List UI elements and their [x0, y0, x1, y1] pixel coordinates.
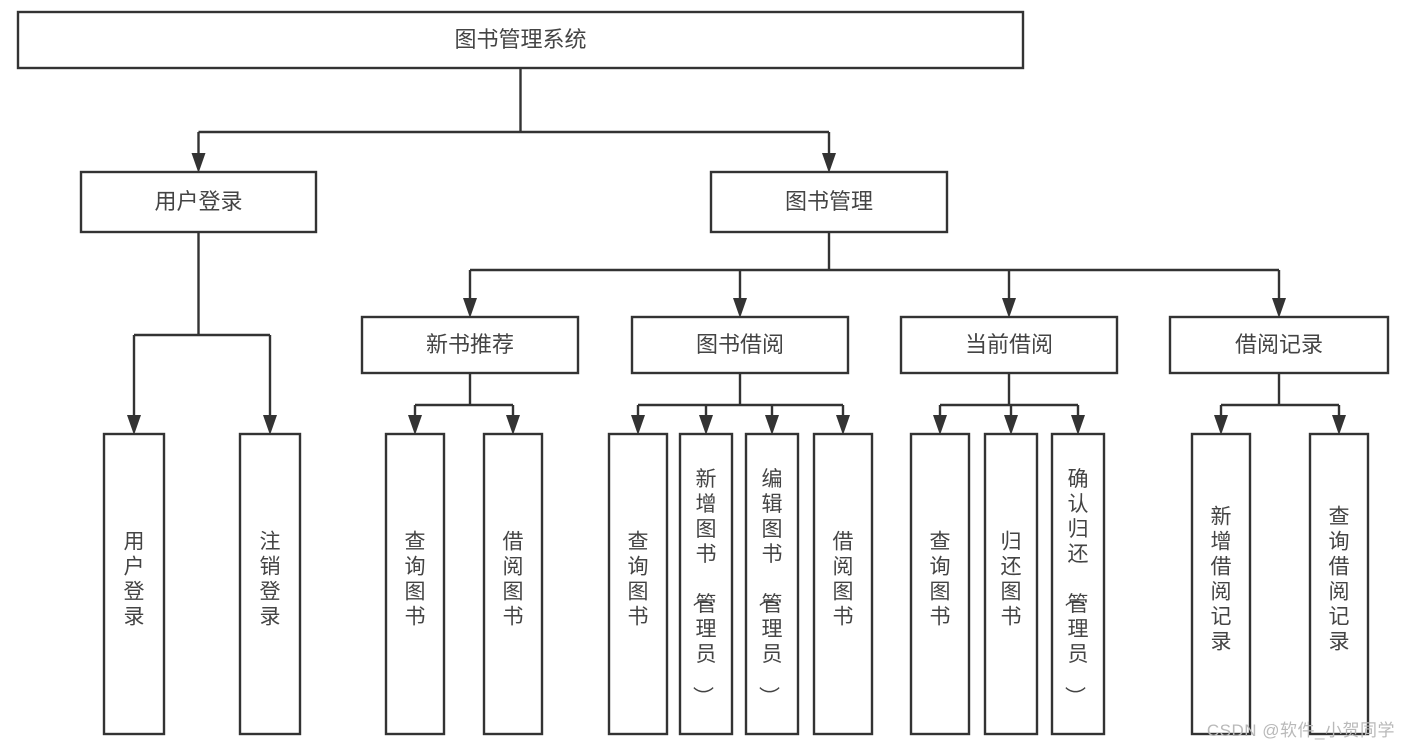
node-label: 新书推荐	[426, 332, 514, 357]
node-records[interactable]: 借阅记录	[1168, 315, 1390, 375]
node-label: 用户登录	[154, 189, 242, 214]
edge-arrow-icon	[191, 153, 206, 173]
node-box	[983, 432, 1039, 736]
node-bookmgmt[interactable]: 图书管理	[709, 170, 949, 234]
edge-arrow-icon	[836, 415, 850, 435]
edge-arrow-icon	[1272, 298, 1286, 318]
node-newbook[interactable]: 新书推荐	[360, 315, 580, 375]
node-leaf-user-logout[interactable]: 注销登录	[238, 432, 302, 736]
node-box	[384, 432, 446, 736]
node-label: 查询借阅记录	[1329, 506, 1350, 654]
node-label: 图书管理系统	[454, 27, 586, 52]
edge-arrow-icon	[1332, 415, 1346, 435]
node-box	[1308, 432, 1370, 736]
edge-arrow-icon	[822, 153, 836, 173]
edge-arrow-icon	[263, 415, 277, 435]
node-leaf-new-query[interactable]: 查询图书	[384, 432, 446, 736]
node-leaf-borrow-do[interactable]: 借阅图书	[812, 432, 874, 736]
edge-arrow-icon	[1214, 415, 1228, 435]
edge-arrow-icon	[1071, 415, 1085, 435]
edge-arrow-icon	[408, 415, 422, 435]
edge-arrow-icon	[733, 298, 747, 318]
edge-arrow-icon	[127, 415, 141, 435]
node-label: 新增借阅记录	[1211, 506, 1232, 654]
node-leaf-borrow-add[interactable]: 新增图书（管理员）	[678, 432, 734, 736]
node-label: 用户登录	[124, 531, 145, 629]
node-box	[16, 10, 1025, 70]
node-label: 图书管理	[785, 189, 873, 214]
watermark-credit: CSDN @软件_小贺同学	[1206, 721, 1395, 740]
node-leaf-new-borrow[interactable]: 借阅图书	[482, 432, 544, 736]
node-leaf-cur-query[interactable]: 查询图书	[909, 432, 971, 736]
node-leaf-rec-query[interactable]: 查询借阅记录	[1308, 432, 1370, 736]
node-box	[1050, 432, 1106, 736]
node-box	[909, 432, 971, 736]
edge-arrow-icon	[463, 298, 477, 318]
node-login[interactable]: 用户登录	[79, 170, 318, 234]
node-label: 借阅记录	[1235, 332, 1323, 357]
node-box	[607, 432, 669, 736]
node-box	[79, 170, 318, 234]
node-leaf-cur-confirm[interactable]: 确认归还（管理员）	[1050, 432, 1106, 736]
node-box	[812, 432, 874, 736]
node-label: 图书借阅	[696, 332, 784, 357]
node-box	[744, 432, 800, 736]
node-box	[102, 432, 166, 736]
node-label: 归还图书	[1001, 531, 1022, 629]
edge-arrow-icon	[1002, 298, 1016, 318]
node-label: 新增图书（管理员）	[691, 468, 717, 707]
node-box	[678, 432, 734, 736]
node-box	[899, 315, 1119, 375]
edge-arrow-icon	[631, 415, 645, 435]
node-current[interactable]: 当前借阅	[899, 315, 1119, 375]
node-label: 借阅图书	[503, 531, 524, 629]
node-box	[1190, 432, 1252, 736]
node-label: 当前借阅	[965, 332, 1053, 357]
node-box	[238, 432, 302, 736]
node-borrow[interactable]: 图书借阅	[630, 315, 850, 375]
node-label: 借阅图书	[833, 531, 854, 629]
node-leaf-rec-add[interactable]: 新增借阅记录	[1190, 432, 1252, 736]
node-leaf-user-login[interactable]: 用户登录	[102, 432, 166, 736]
node-root[interactable]: 图书管理系统	[16, 10, 1025, 70]
node-box	[360, 315, 580, 375]
node-label: 查询图书	[930, 531, 951, 629]
node-box	[709, 170, 949, 234]
node-box	[630, 315, 850, 375]
node-label: 编辑图书（管理员）	[757, 468, 783, 707]
node-box	[1168, 315, 1390, 375]
edge-arrow-icon	[765, 415, 779, 435]
edge-arrow-icon	[699, 415, 713, 435]
node-label: 确认归还（管理员）	[1063, 468, 1089, 707]
node-leaf-borrow-edit[interactable]: 编辑图书（管理员）	[744, 432, 800, 736]
node-box	[482, 432, 544, 736]
node-leaf-borrow-query[interactable]: 查询图书	[607, 432, 669, 736]
node-label: 注销登录	[260, 531, 281, 629]
node-leaf-cur-return[interactable]: 归还图书	[983, 432, 1039, 736]
node-label: 查询图书	[405, 531, 426, 629]
node-label: 查询图书	[628, 531, 649, 629]
edge-arrow-icon	[1004, 415, 1018, 435]
edge-arrow-icon	[933, 415, 947, 435]
edge-arrow-icon	[506, 415, 520, 435]
